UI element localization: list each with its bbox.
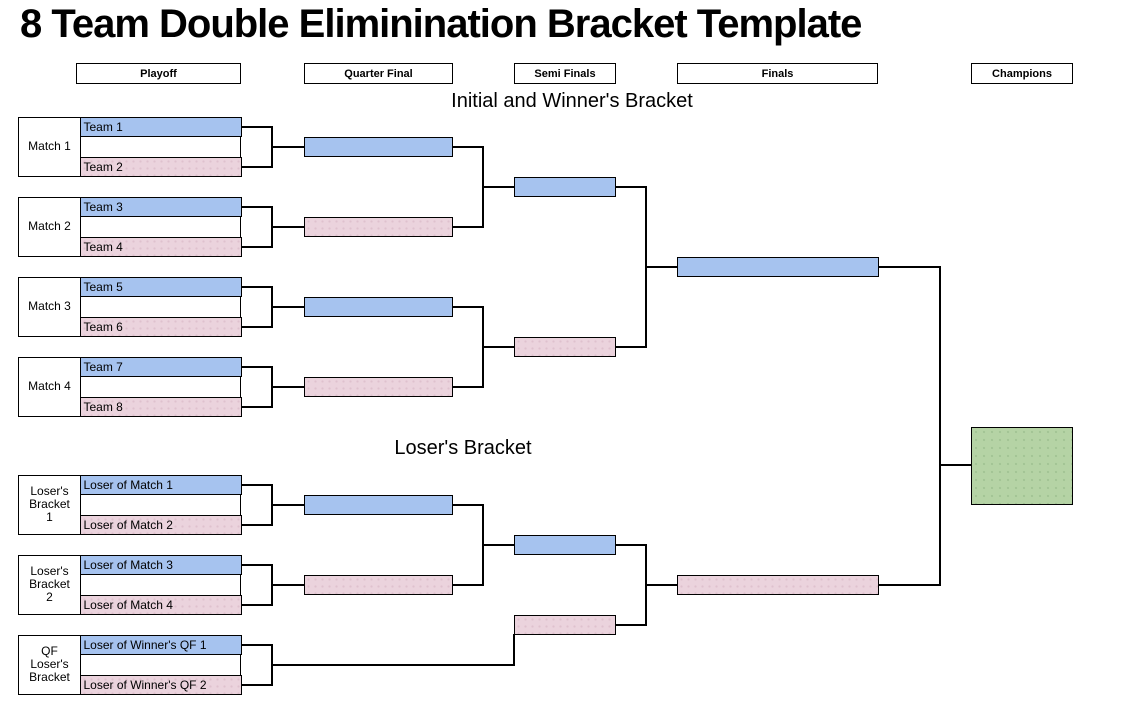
losers-bracket-1-label: Loser's Bracket 1 [19,476,81,533]
connector-line [616,346,646,348]
wb-qf1-bottom-slot[interactable] [304,217,453,237]
connector-line [241,246,272,248]
connector-line [453,306,483,308]
column-header-champions: Champions [971,63,1073,84]
connector-line [879,266,940,268]
connector-line [241,406,272,408]
wb-finalist-slot[interactable] [677,257,879,277]
connector-line [272,386,304,388]
connector-line [241,644,272,646]
wb-qf1-top-slot[interactable] [304,137,453,157]
column-header-semifinals: Semi Finals [514,63,616,84]
connector-line [879,584,940,586]
loser-of-winners-qf2-slot[interactable]: Loser of Winner's QF 2 [79,674,242,695]
column-header-quarterfinal: Quarter Final [304,63,453,84]
column-header-playoff: Playoff [76,63,241,84]
match-group-3: Match 3 Team 5 Team 6 [18,276,242,337]
loser-of-match-3-slot[interactable]: Loser of Match 3 [79,554,242,575]
connector-line [453,226,483,228]
team-2-slot[interactable]: Team 2 [79,156,242,177]
qf-losers-bracket-label: QF Loser's Bracket [19,636,81,693]
connector-line [241,326,272,328]
match-group-4: Match 4 Team 7 Team 8 [18,356,242,417]
connector-line [241,604,272,606]
column-header-finals: Finals [677,63,878,84]
connector-line [241,564,272,566]
connector-line [272,146,304,148]
loser-of-match-1-slot[interactable]: Loser of Match 1 [79,474,242,495]
losers-bracket-group-2: Loser's Bracket 2 Loser of Match 3 Loser… [18,554,242,615]
lb-qf-bottom-slot[interactable] [304,575,453,595]
match-group-1: Match 1 Team 1 Team 2 [18,116,242,177]
team-4-slot[interactable]: Team 4 [79,236,242,257]
team-8-slot[interactable]: Team 8 [79,396,242,417]
loser-of-match-4-slot[interactable]: Loser of Match 4 [79,594,242,615]
team-5-slot[interactable]: Team 5 [79,276,242,297]
connector-line [453,584,483,586]
team-7-slot[interactable]: Team 7 [79,356,242,377]
connector-line [241,484,272,486]
champion-slot[interactable] [971,427,1073,505]
team-1-slot[interactable]: Team 1 [79,116,242,137]
connector-line [513,634,515,666]
match-group-2: Match 2 Team 3 Team 4 [18,196,242,257]
connector-line [272,584,304,586]
lb-semifinal-top-slot[interactable] [514,535,616,555]
wb-qf2-bottom-slot[interactable] [304,377,453,397]
losers-section-title: Loser's Bracket [394,437,532,459]
connector-line [940,464,971,466]
match-3-label: Match 3 [19,278,81,335]
connector-line [453,504,483,506]
losers-bracket-group-1: Loser's Bracket 1 Loser of Match 1 Loser… [18,474,242,535]
wb-semifinal-bottom-slot[interactable] [514,337,616,357]
connector-line [939,266,941,586]
connector-line [272,306,304,308]
team-6-slot[interactable]: Team 6 [79,316,242,337]
team-3-slot[interactable]: Team 3 [79,196,242,217]
connector-line [272,226,304,228]
losers-bracket-2-label: Loser's Bracket 2 [19,556,81,613]
connector-line [241,126,272,128]
winners-section-title: Initial and Winner's Bracket [451,90,693,112]
connector-line [646,266,677,268]
connector-line [616,544,646,546]
connector-line [272,504,304,506]
wb-qf2-top-slot[interactable] [304,297,453,317]
connector-line [453,146,483,148]
page-title: 8 Team Double Eliminination Bracket Temp… [20,2,862,46]
connector-line [483,544,514,546]
connector-line [483,346,514,348]
match-2-label: Match 2 [19,198,81,255]
loser-of-match-2-slot[interactable]: Loser of Match 2 [79,514,242,535]
connector-line [241,366,272,368]
connector-line [272,664,514,666]
connector-line [241,524,272,526]
lb-qf-top-slot[interactable] [304,495,453,515]
connector-line [616,624,646,626]
connector-line [241,166,272,168]
lb-semifinal-bottom-slot[interactable] [514,615,616,635]
match-4-label: Match 4 [19,358,81,415]
connector-line [453,386,483,388]
connector-line [241,684,272,686]
connector-line [646,584,677,586]
connector-line [483,186,514,188]
connector-line [616,186,646,188]
connector-line [241,206,272,208]
qf-losers-bracket-group: QF Loser's Bracket Loser of Winner's QF … [18,634,242,695]
match-1-label: Match 1 [19,118,81,175]
wb-semifinal-top-slot[interactable] [514,177,616,197]
lb-finalist-slot[interactable] [677,575,879,595]
loser-of-winners-qf1-slot[interactable]: Loser of Winner's QF 1 [79,634,242,655]
connector-line [241,286,272,288]
